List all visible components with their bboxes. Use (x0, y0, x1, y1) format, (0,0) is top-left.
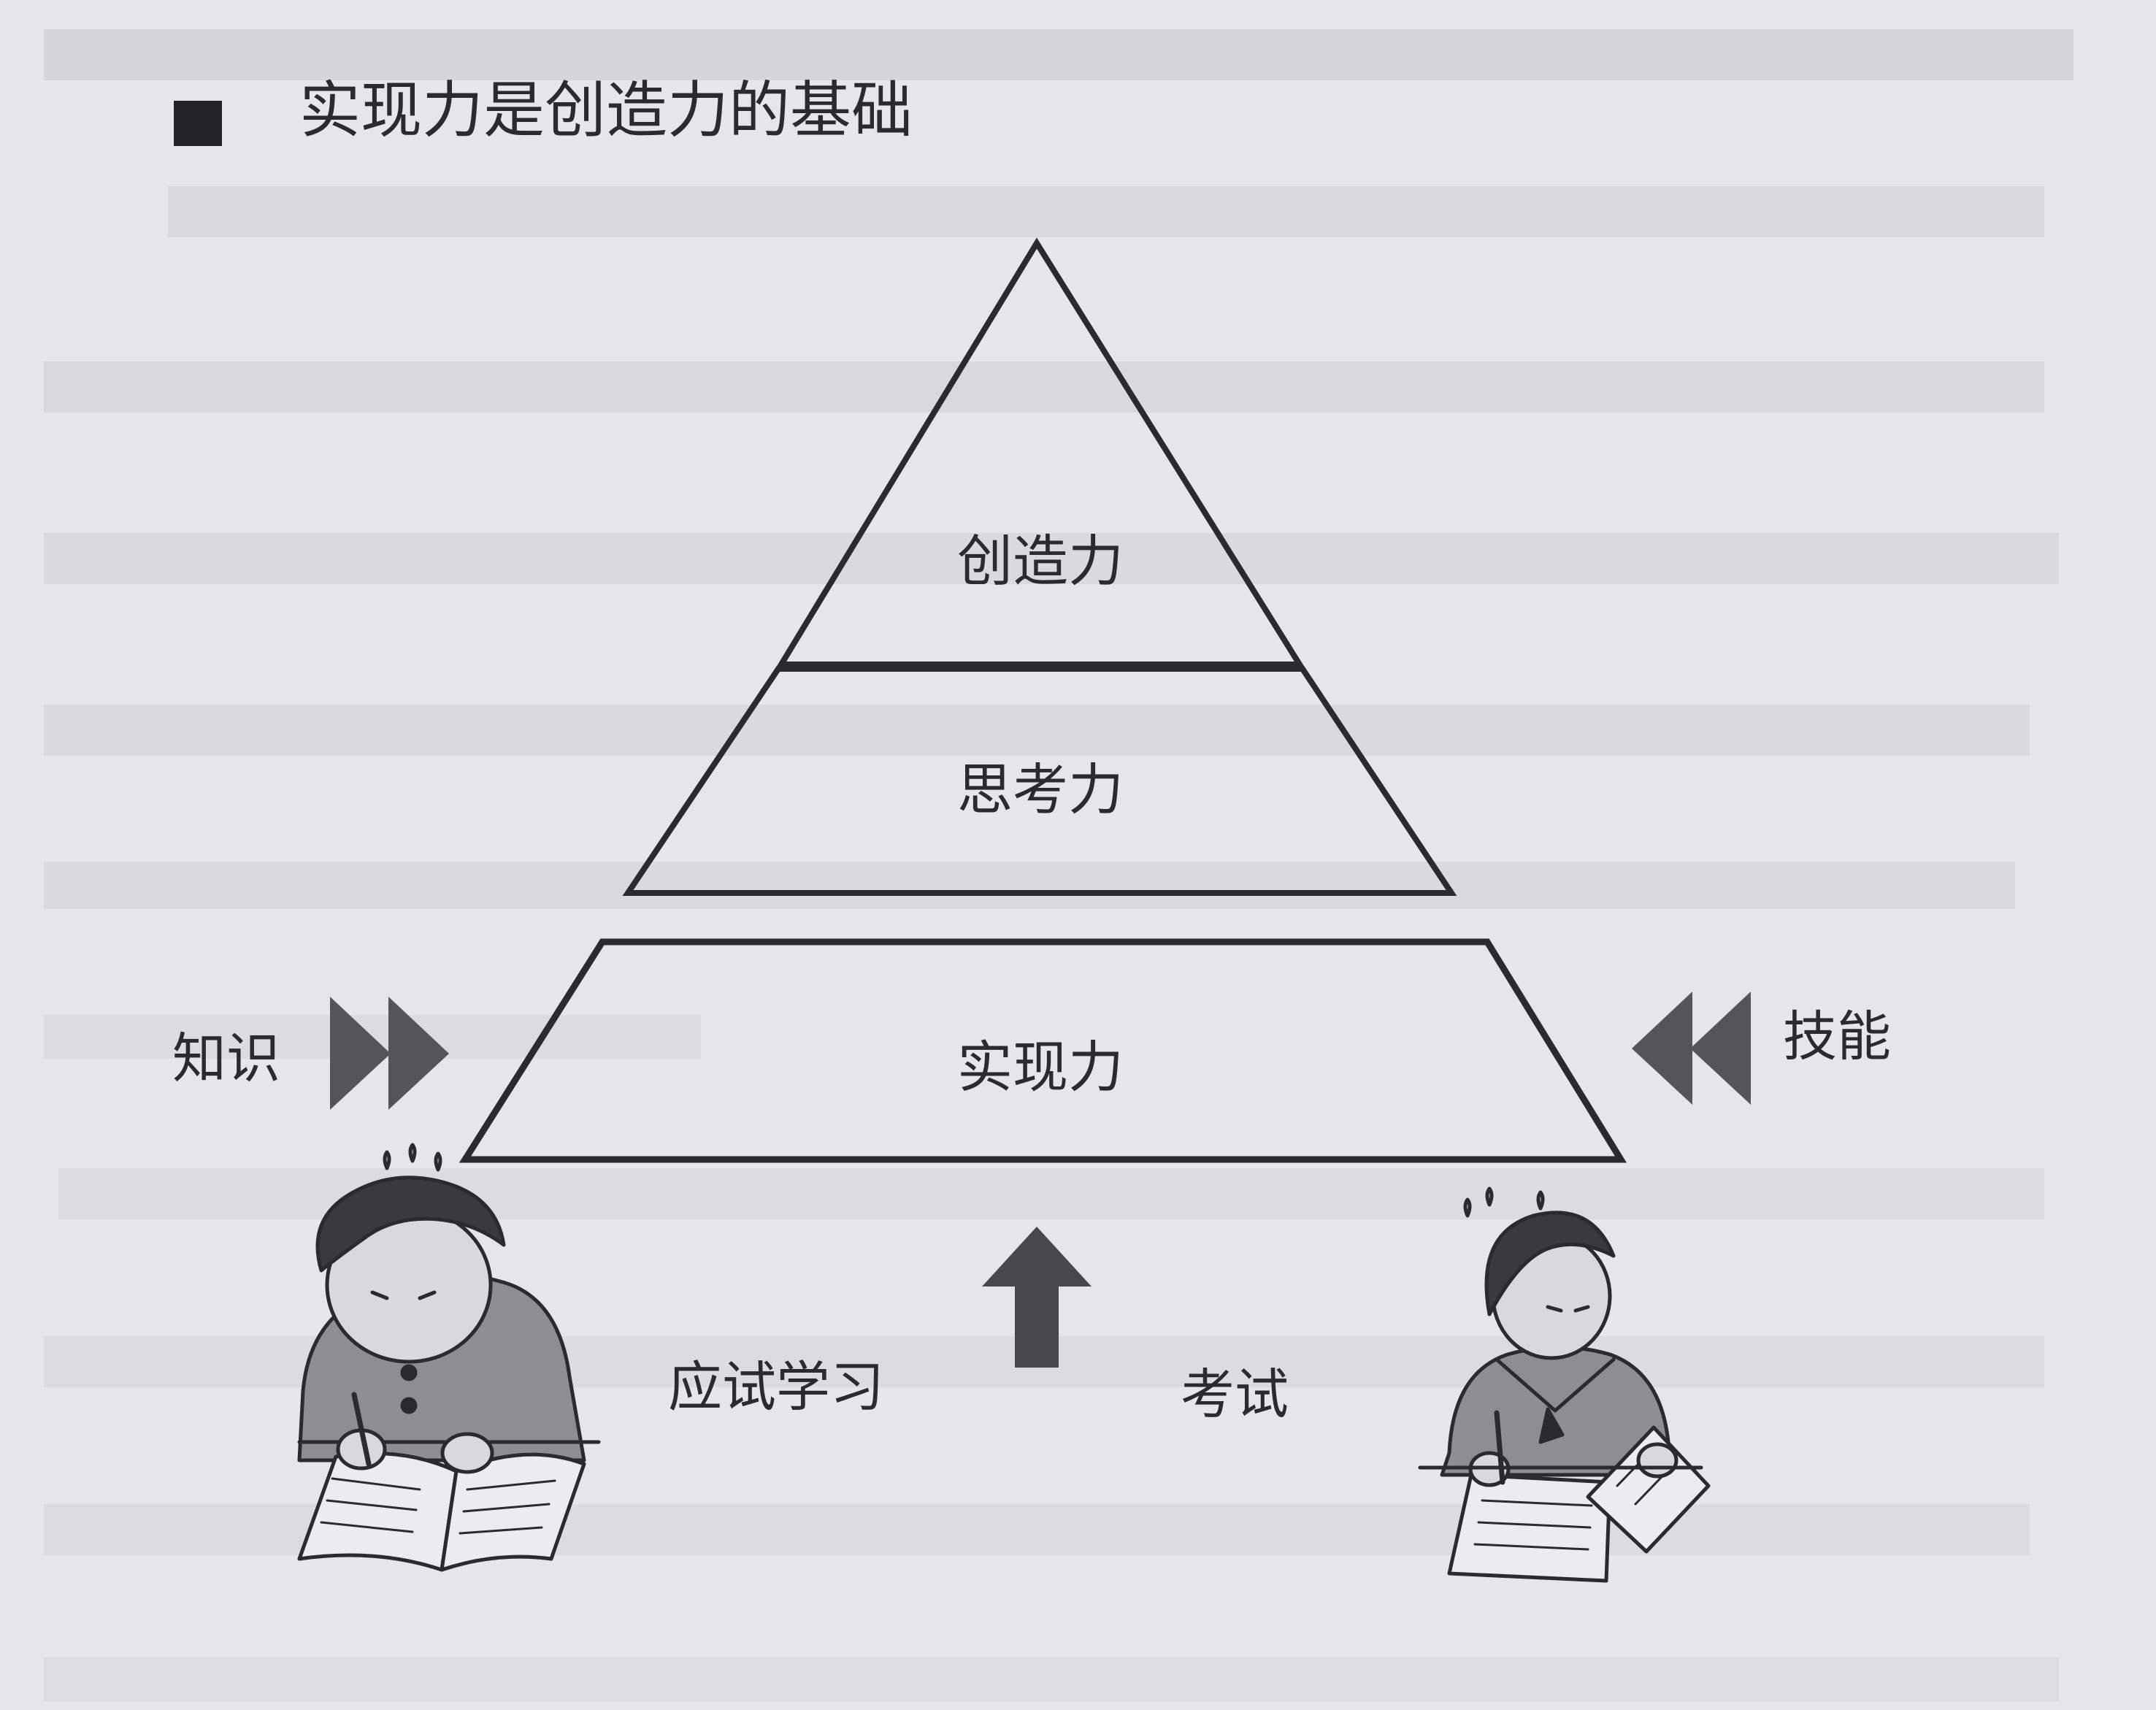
pyramid-label-realization: 实现力 (957, 1035, 1124, 1100)
input-label-skill: 技能 (1783, 1005, 1891, 1068)
input-label-knowledge: 知识 (172, 1027, 280, 1090)
student-studying-illustration (297, 1143, 601, 1572)
black-square-icon (174, 101, 222, 146)
double-left-arrow-icon (1632, 992, 1751, 1105)
up-arrow-icon (982, 1227, 1092, 1368)
double-right-arrow-icon (330, 997, 449, 1110)
label-exam-study: 应试学习 (668, 1356, 884, 1419)
pyramid-label-creativity: 创造力 (957, 529, 1124, 594)
pyramid-base-realization (459, 938, 1627, 1163)
pyramid-middle-thinking (622, 666, 1457, 896)
figure-title: 实现力是创造力的基础 (299, 74, 913, 146)
pyramid-top-creativity (775, 237, 1305, 667)
student-exam-illustration (1418, 1186, 1711, 1583)
pyramid-label-thinking: 思考力 (957, 757, 1124, 822)
label-exam: 考试 (1181, 1363, 1289, 1426)
